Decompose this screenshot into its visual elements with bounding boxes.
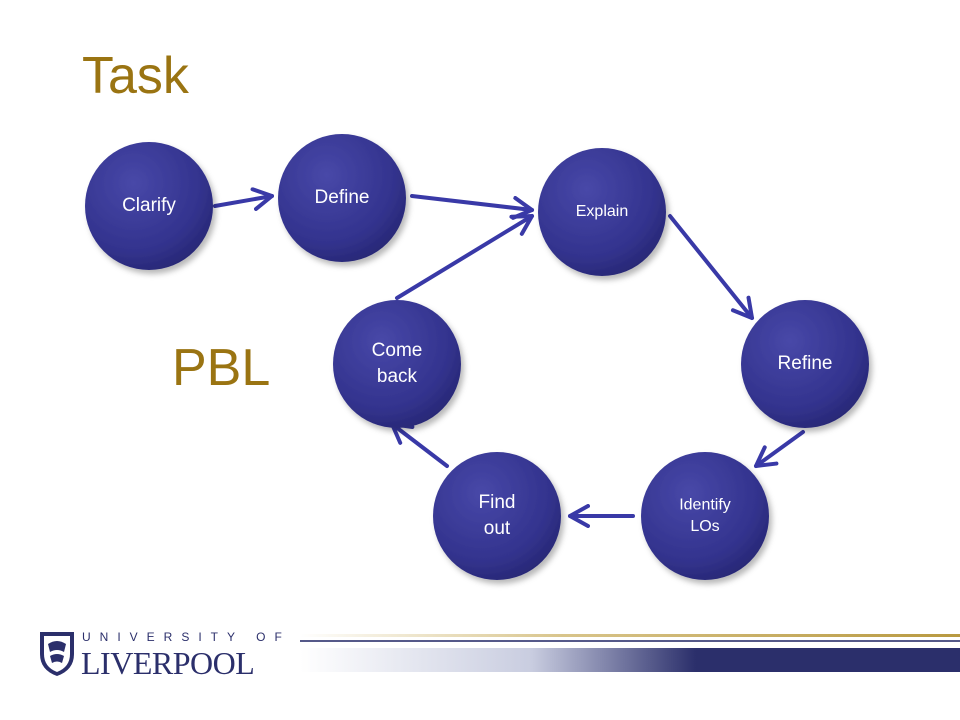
node-clarify: Clarify [85, 142, 213, 270]
university-crest-icon [40, 632, 74, 676]
node-label-find-1: Find [479, 492, 516, 513]
slide-title: Task [82, 47, 189, 105]
node-label-explain: Explain [576, 203, 628, 220]
node-explain: Explain [538, 148, 666, 276]
node-comeback: Come back [333, 300, 461, 428]
node-label-find-2: out [484, 518, 511, 539]
node-label-refine: Refine [778, 353, 833, 374]
arrow-define-explain [410, 194, 534, 220]
node-circle-identify [641, 452, 769, 580]
node-label-identify-2: LOs [690, 518, 719, 535]
logo-line-university-of: UNIVERSITY OF [82, 630, 291, 644]
arrow-explain-refine [668, 214, 754, 320]
node-find: Find out [433, 452, 561, 580]
arrow-comeback-explain [395, 214, 534, 300]
node-label-comeback-2: back [377, 366, 418, 387]
logo-line-liverpool: LIVERPOOL [81, 645, 255, 681]
node-refine: Refine [741, 300, 869, 428]
node-circle-comeback [333, 300, 461, 428]
node-circle-find [433, 452, 561, 580]
node-circle-refine [741, 300, 869, 428]
pbl-label: PBL [172, 339, 271, 397]
node-label-comeback-1: Come [372, 340, 423, 361]
node-label-define: Define [315, 187, 370, 208]
node-label-clarify: Clarify [122, 195, 176, 216]
arrow-refine-identify [754, 430, 805, 468]
node-label-identify-1: Identify [679, 496, 731, 513]
node-circle-clarify [85, 142, 213, 270]
edges-layer [213, 187, 805, 528]
arrow-find-comeback [390, 422, 449, 468]
node-circle-explain [538, 148, 666, 276]
node-define: Define [278, 134, 406, 262]
arrow-clarify-define [213, 187, 274, 211]
footer-band [300, 634, 960, 672]
node-circle-define [278, 134, 406, 262]
